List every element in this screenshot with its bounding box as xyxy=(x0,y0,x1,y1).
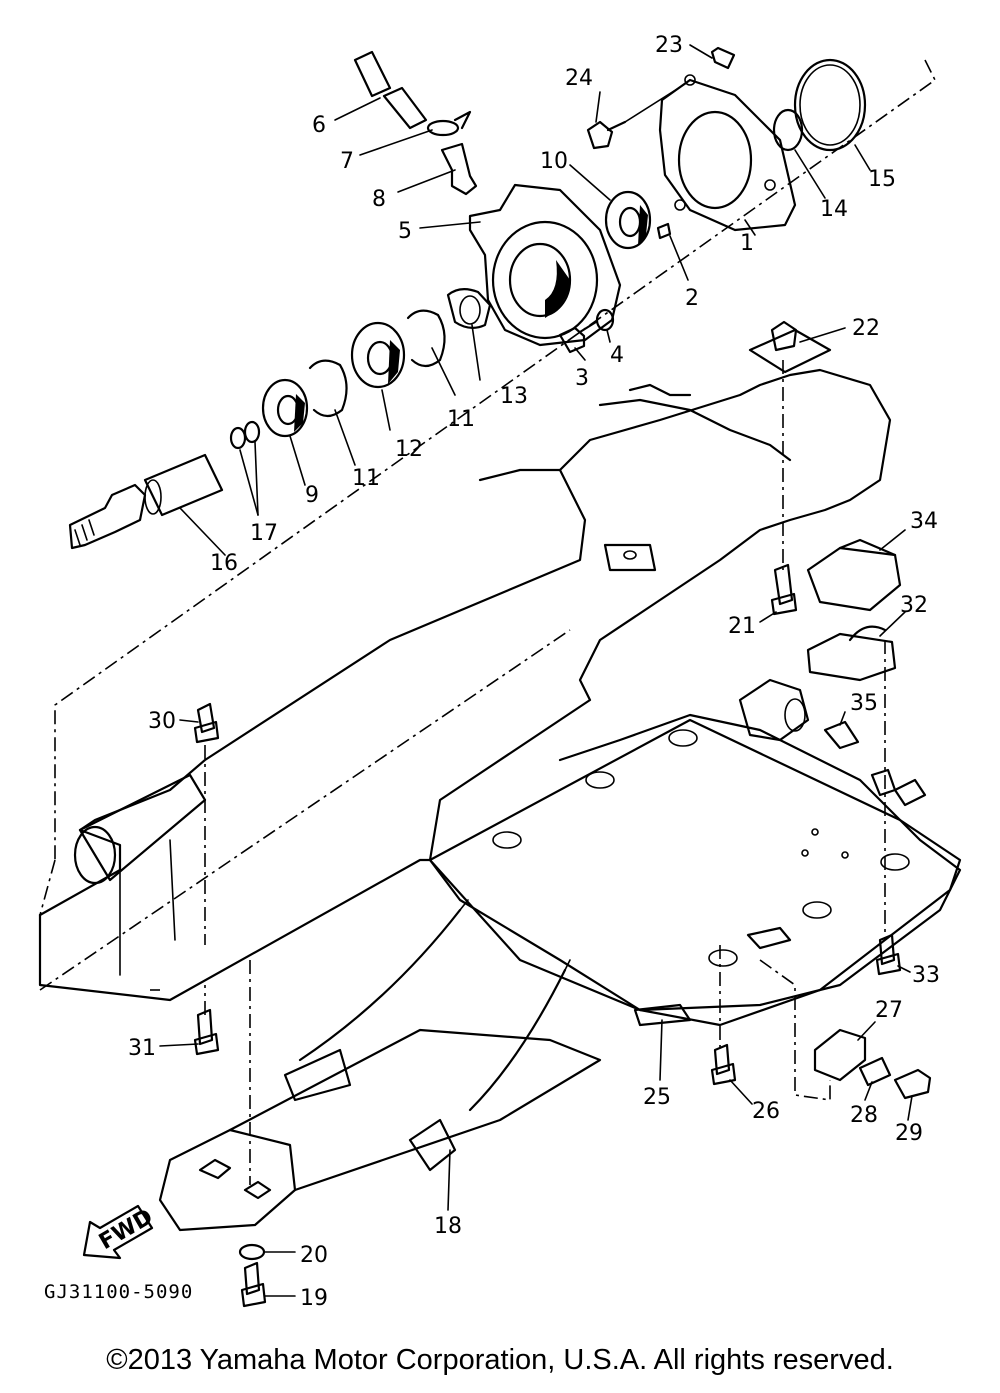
callout-label: 21 xyxy=(728,614,756,639)
phantom-lines xyxy=(39,59,937,1185)
callout-label: 15 xyxy=(868,167,896,192)
callout-label: 31 xyxy=(128,1036,156,1061)
callout-label: 12 xyxy=(395,437,423,462)
hull-body xyxy=(38,368,962,1027)
callout-label: 19 xyxy=(300,1286,328,1311)
intake-grate xyxy=(158,899,602,1232)
callout-label: 11 xyxy=(447,407,475,432)
callout-label: 28 xyxy=(850,1103,878,1128)
callout-label: 17 xyxy=(250,521,278,546)
callout-label: 34 xyxy=(910,509,938,534)
callout-labels: 1 2 3 4 5 6 7 8 9 10 11 11 12 13 14 15 1… xyxy=(128,33,940,1311)
callout-label: 14 xyxy=(820,197,848,222)
callout-label: 5 xyxy=(398,219,412,244)
callout-label: 8 xyxy=(372,187,386,212)
callout-label: 22 xyxy=(852,316,880,341)
callout-label: 10 xyxy=(540,149,568,174)
callout-label: 3 xyxy=(575,366,589,391)
callout-label: 7 xyxy=(340,149,354,174)
diagram-code: GJ31100-5090 xyxy=(44,1281,194,1303)
callout-label: 20 xyxy=(300,1243,328,1268)
callout-label: 13 xyxy=(500,384,528,409)
callout-label: 33 xyxy=(912,963,940,988)
callout-label: 1 xyxy=(740,231,754,256)
callout-label: 11 xyxy=(352,466,380,491)
callout-label: 26 xyxy=(752,1099,780,1124)
callout-label: 2 xyxy=(685,286,699,311)
callout-label: 27 xyxy=(875,998,903,1023)
callout-label: 25 xyxy=(643,1085,671,1110)
fwd-arrow: FWD xyxy=(82,1205,157,1260)
callout-label: 35 xyxy=(850,691,878,716)
callout-label: 16 xyxy=(210,551,238,576)
callout-label: 18 xyxy=(434,1214,462,1239)
leader-lines xyxy=(159,44,913,1297)
callout-label: 24 xyxy=(565,66,593,91)
callout-label: 23 xyxy=(655,33,683,58)
callout-label: 32 xyxy=(900,593,928,618)
drive-shaft-parts xyxy=(68,46,867,550)
copyright-notice: ©2013 Yamaha Motor Corporation, U.S.A. A… xyxy=(106,1344,894,1376)
callout-label: 30 xyxy=(148,709,176,734)
fasteners xyxy=(193,320,932,1308)
callout-label: 29 xyxy=(895,1121,923,1146)
callout-label: 4 xyxy=(610,343,624,368)
callout-label: 9 xyxy=(305,483,319,508)
callout-label: 6 xyxy=(312,113,326,138)
